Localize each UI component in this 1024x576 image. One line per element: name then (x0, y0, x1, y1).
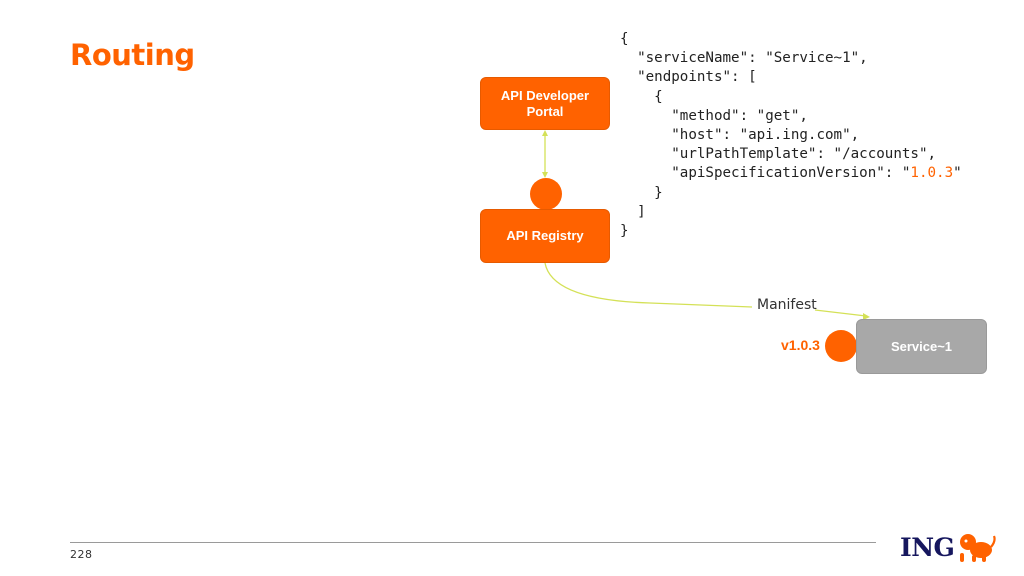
manifest-json-code: { "serviceName": "Service~1", "endpoints… (620, 30, 962, 241)
api-registry-label: API Registry (506, 228, 584, 243)
code-line: "urlPathTemplate": "/accounts", (620, 146, 937, 163)
manifest-connector (544, 262, 753, 308)
code-line: { (620, 88, 663, 105)
slide-title: Routing (70, 38, 195, 72)
registry-endpoint-dot (530, 178, 562, 210)
arrowhead-right-icon (863, 313, 870, 320)
code-line: "apiSpecificationVersion": "1.0.3" (620, 165, 962, 182)
service-label: Service~1 (890, 338, 953, 354)
code-line: { (620, 31, 629, 47)
version-label: v1.0.3 (781, 337, 820, 353)
code-highlight-version: 1.0.3 (910, 165, 954, 182)
page-number: 228 (70, 548, 93, 561)
code-line: ] (620, 203, 646, 220)
api-registry-node: API Registry (480, 209, 610, 263)
service-node: Service~1 (856, 319, 987, 374)
ing-logo-text: ING (900, 532, 955, 562)
code-line: "host": "api.ing.com", (620, 127, 860, 144)
code-line: "serviceName": "Service~1", (620, 50, 868, 67)
footer-divider (70, 542, 876, 543)
code-line: "endpoints": [ (620, 69, 757, 86)
arrowhead-up-icon (542, 130, 548, 136)
api-developer-portal-node: API Developer Portal (480, 77, 610, 130)
service-endpoint-dot (825, 330, 857, 362)
code-line: "method": "get", (620, 107, 808, 124)
ing-logo: ING (900, 531, 997, 563)
code-line: } (620, 184, 663, 201)
manifest-connector-end (814, 309, 867, 317)
manifest-label: Manifest (757, 297, 817, 313)
api-developer-portal-label: API Developer Portal (500, 87, 590, 119)
arrowhead-down-icon (542, 172, 548, 178)
lion-icon (960, 534, 997, 562)
code-line: } (620, 223, 629, 240)
